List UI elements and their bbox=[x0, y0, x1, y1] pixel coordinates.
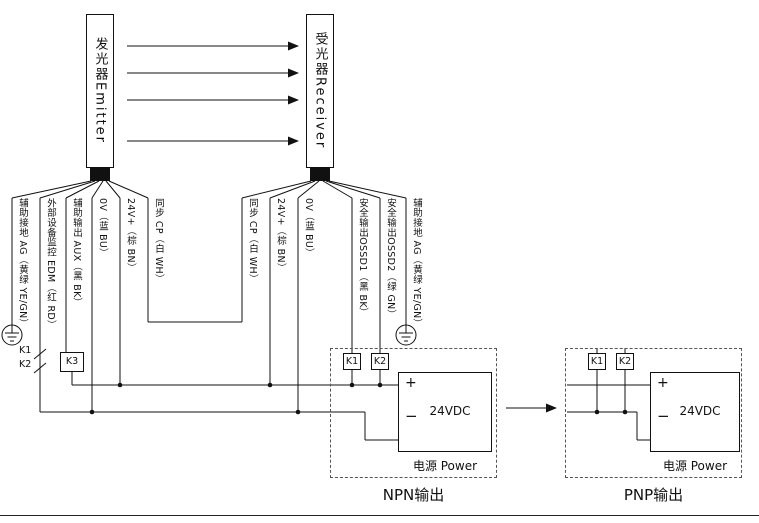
contact-tag-k1: K1 bbox=[19, 345, 32, 356]
wire-label-sync-receiver: 同步 CP（白 WH） bbox=[247, 198, 258, 284]
junction-dot bbox=[117, 382, 123, 388]
pnp-section-box bbox=[565, 348, 742, 478]
flow-arrow-icon bbox=[506, 403, 557, 413]
receiver-earth-ground-icon bbox=[395, 324, 417, 346]
npn-power-supply-box: + − 24VDC bbox=[398, 372, 492, 452]
wire-label-ossd2: 安全输出OSSD2（绿 GN） bbox=[385, 198, 396, 320]
npn-section-box bbox=[330, 348, 497, 478]
pnp-power-supply-box: + − 24VDC bbox=[650, 372, 740, 452]
psu-voltage: 24VDC bbox=[429, 404, 471, 418]
wire-label-sync-emitter: 同步 CP（白 WH） bbox=[153, 198, 164, 284]
minus-terminal: − bbox=[657, 407, 670, 425]
receiver-wire-fan bbox=[241, 180, 407, 199]
emitter-label: 发光器Emitter bbox=[92, 37, 108, 145]
pnp-output-caption: PNP输出 bbox=[623, 486, 684, 504]
pnp-psu-caption: 电源 Power bbox=[662, 459, 728, 473]
junction-dots bbox=[89, 382, 628, 415]
junction-dot bbox=[267, 382, 273, 388]
junction-dot bbox=[349, 382, 355, 388]
plus-terminal: + bbox=[657, 375, 669, 391]
pnp-wiring bbox=[567, 348, 650, 441]
wire-label-0v-emitter: 0V（蓝 BU） bbox=[97, 198, 108, 258]
psu-voltage: 24VDC bbox=[679, 404, 721, 418]
npn-output-caption: NPN输出 bbox=[382, 486, 445, 504]
receiver-label: 受光器Receiver bbox=[312, 32, 328, 150]
emitter-box: 发光器Emitter bbox=[86, 14, 114, 168]
pnp-relay-k1-box: K1 bbox=[588, 353, 606, 370]
wire-label-ossd1: 安全输出OSSD1（黑 BK） bbox=[357, 198, 368, 318]
emitter-connector bbox=[90, 168, 110, 181]
contact-tag-k2: K2 bbox=[19, 359, 32, 370]
pnp-relay-k2-box: K2 bbox=[616, 353, 634, 370]
emitter-earth-ground-icon bbox=[1, 324, 23, 346]
npn-relay-k1-box: K1 bbox=[343, 353, 361, 370]
light-beam-arrows bbox=[127, 41, 299, 146]
wire-label-edm: 外部设备监控 EDM（红 RD） bbox=[45, 198, 56, 330]
wire-runs bbox=[11, 198, 407, 412]
plus-terminal: + bbox=[405, 375, 417, 391]
junction-dot bbox=[295, 409, 301, 415]
wire-label-aux-ground-emitter: 辅助接地 AG（黄绿 YE/GN） bbox=[17, 198, 28, 329]
junction-dot bbox=[89, 409, 95, 415]
receiver-box: 受光器Receiver bbox=[306, 14, 334, 168]
wire-label-aux-ground-receiver: 辅助接地 AG（黄绿 YE/GN） bbox=[411, 198, 422, 329]
npn-relay-k2-box: K2 bbox=[371, 353, 389, 370]
wire-label-24v-receiver: 24V+（棕 BN） bbox=[275, 198, 286, 273]
receiver-connector bbox=[310, 168, 330, 181]
junction-dot bbox=[377, 382, 383, 388]
wire-label-24v-emitter: 24V+（棕 BN） bbox=[125, 198, 136, 273]
minus-terminal: − bbox=[405, 407, 418, 425]
wire-label-aux-output: 辅助输出 AUX（黑 BK） bbox=[71, 198, 82, 308]
npn-psu-caption: 电源 Power bbox=[412, 459, 478, 473]
nc-contact-icons bbox=[33, 348, 47, 374]
nc-contact-icon bbox=[33, 362, 47, 374]
relay-k3-box: K3 bbox=[60, 352, 84, 372]
emitter-wire-fan bbox=[11, 180, 149, 199]
nc-contact-icon bbox=[33, 348, 47, 360]
wire-label-0v-receiver: 0V（蓝 BU） bbox=[303, 198, 314, 258]
